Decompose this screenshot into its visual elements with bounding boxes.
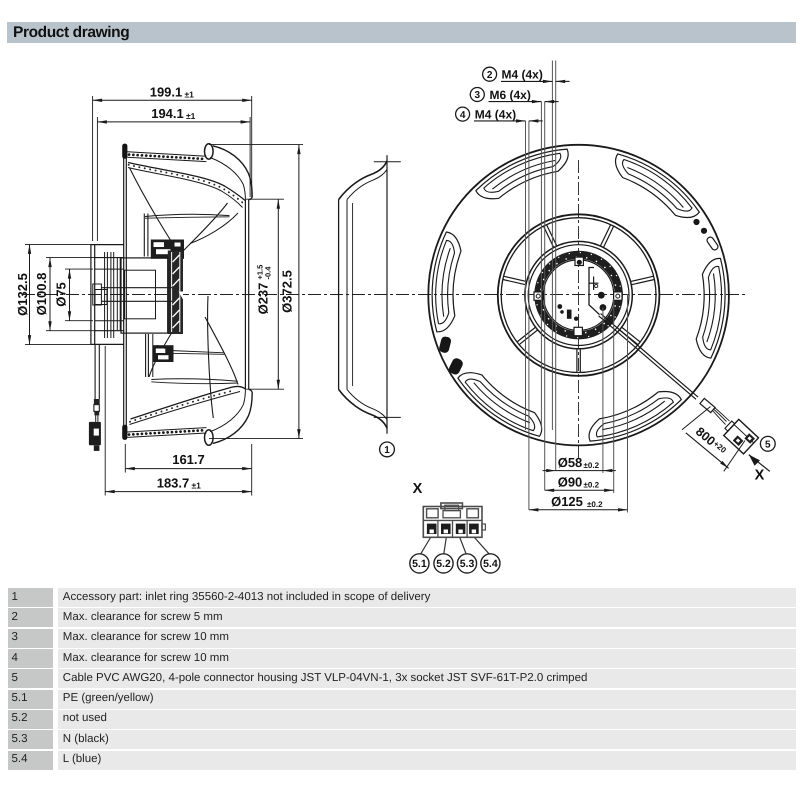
svg-text:3: 3 xyxy=(475,90,481,101)
svg-text:Ø90: Ø90 xyxy=(558,475,583,490)
svg-text:Ø58: Ø58 xyxy=(558,455,583,470)
svg-text:194.1: 194.1 xyxy=(151,106,184,121)
svg-text:2: 2 xyxy=(487,70,493,81)
svg-text:±1: ±1 xyxy=(185,90,195,100)
svg-text:5.3: 5.3 xyxy=(460,558,475,570)
svg-text:+1.5: +1.5 xyxy=(256,265,265,280)
svg-text:Ø132.5: Ø132.5 xyxy=(15,273,30,316)
svg-text:4: 4 xyxy=(460,110,466,121)
svg-text:±0.2: ±0.2 xyxy=(584,481,600,490)
svg-text:-0.4: -0.4 xyxy=(264,266,273,280)
svg-text:±1: ±1 xyxy=(192,481,202,491)
svg-text:X: X xyxy=(755,467,765,483)
svg-text:Ø100.8: Ø100.8 xyxy=(34,273,49,316)
svg-text:5.4: 5.4 xyxy=(483,558,498,570)
svg-text:5: 5 xyxy=(765,440,771,451)
svg-text:M4 (4x): M4 (4x) xyxy=(475,107,516,121)
svg-text:Ø237: Ø237 xyxy=(256,283,271,315)
svg-text:1: 1 xyxy=(384,445,390,456)
svg-text:5.2: 5.2 xyxy=(436,558,451,570)
svg-text:Ø372.5: Ø372.5 xyxy=(280,270,295,313)
svg-text:Ø75: Ø75 xyxy=(54,282,69,307)
svg-text:±0.2: ±0.2 xyxy=(584,461,600,470)
svg-text:5.1: 5.1 xyxy=(412,558,427,570)
svg-text:199.1: 199.1 xyxy=(150,85,183,100)
svg-text:±1: ±1 xyxy=(186,111,196,121)
svg-text:+20: +20 xyxy=(712,439,729,455)
svg-text:161.7: 161.7 xyxy=(172,452,205,467)
svg-text:X: X xyxy=(413,481,423,497)
svg-text:Ø125: Ø125 xyxy=(551,494,583,509)
svg-text:M6 (4x): M6 (4x) xyxy=(490,88,531,102)
svg-text:183.7: 183.7 xyxy=(157,476,190,491)
svg-text:±0.2: ±0.2 xyxy=(587,500,603,509)
svg-text:M4 (4x): M4 (4x) xyxy=(502,68,543,82)
